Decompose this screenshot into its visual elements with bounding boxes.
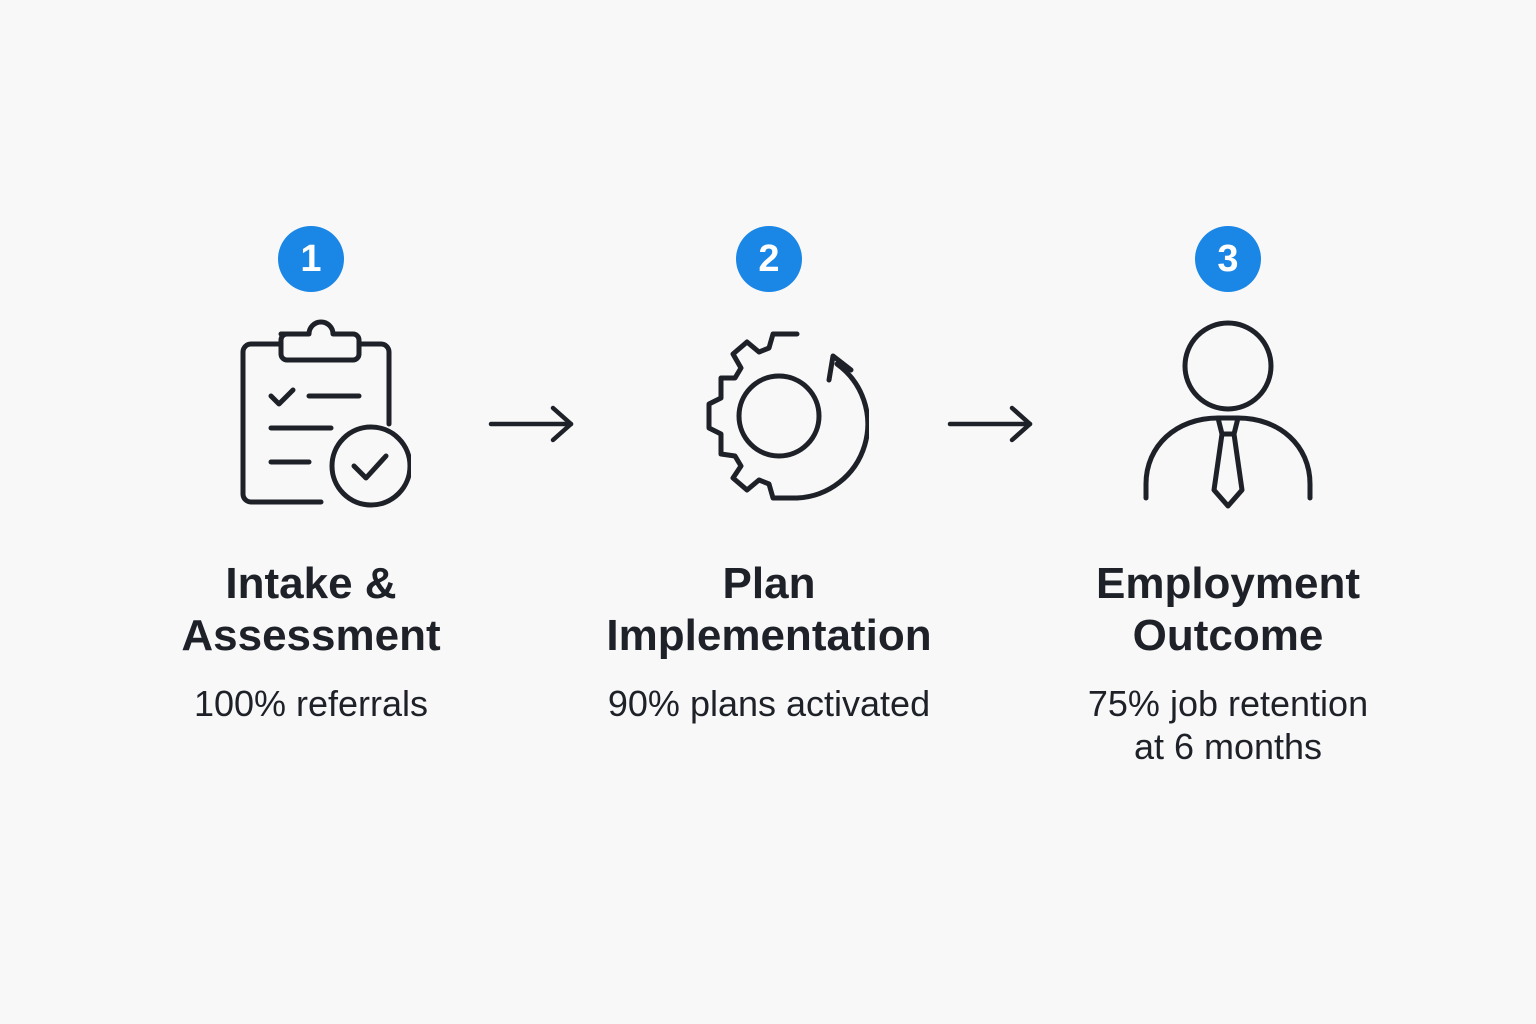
arrow-right-icon bbox=[487, 400, 577, 448]
clipboard-check-icon bbox=[211, 316, 411, 516]
step-subtitle: 90% plans activated bbox=[607, 683, 931, 724]
step-number-badge: 3 bbox=[1195, 226, 1261, 292]
arrow-right-icon bbox=[946, 400, 1036, 448]
step-number-badge: 2 bbox=[736, 226, 802, 292]
step-number-badge: 1 bbox=[278, 226, 344, 292]
gear-cycle-icon bbox=[669, 316, 869, 516]
step-subtitle: 75% job retention at 6 months bbox=[1087, 683, 1369, 767]
step-title: Employment Outcome bbox=[1095, 559, 1361, 660]
step-title: Intake & Assessment bbox=[181, 559, 441, 660]
step-intake-assessment: 1 Intake & Assessment 100% referrals bbox=[91, 226, 531, 725]
step-title: Plan Implementation bbox=[606, 559, 932, 660]
step-plan-implementation: 2 Plan Implementation 90% plans activate… bbox=[549, 226, 989, 725]
person-tie-icon bbox=[1128, 316, 1328, 516]
step-employment-outcome: 3 Employment Outcome 75% job retention a… bbox=[1008, 226, 1448, 768]
step-subtitle: 100% referrals bbox=[193, 683, 429, 724]
